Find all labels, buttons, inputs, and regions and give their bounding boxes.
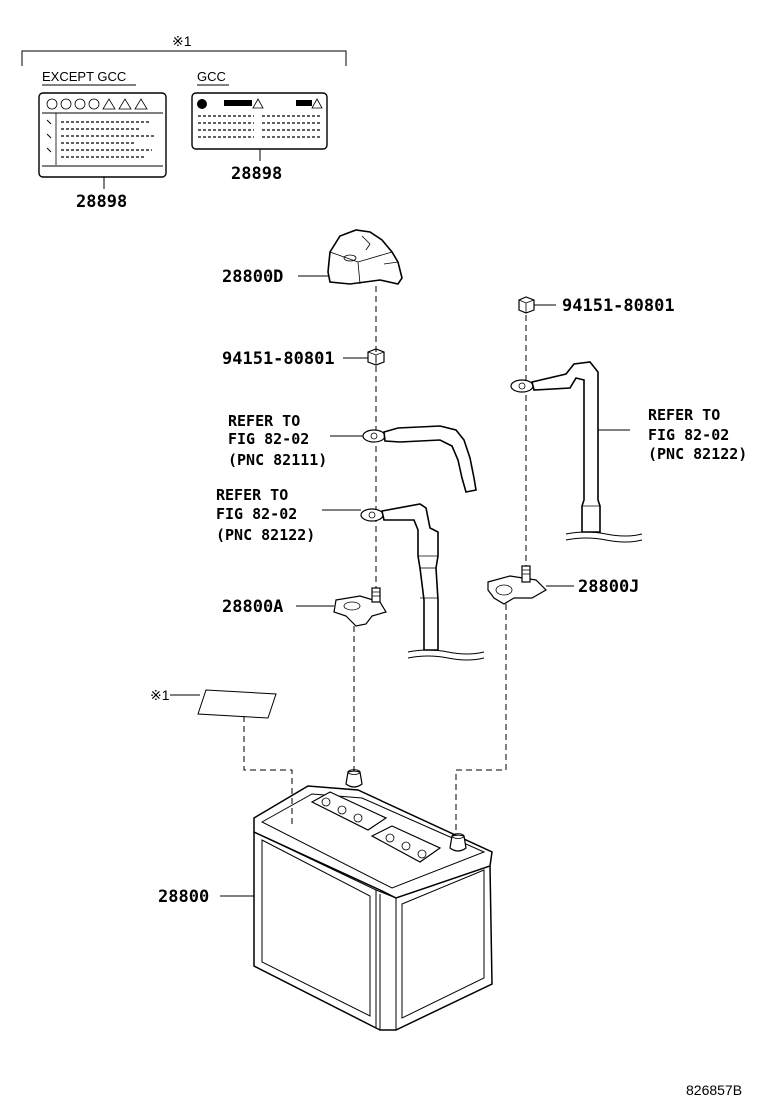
caution-label-except-gcc	[38, 92, 167, 178]
part-number-battery: 28800	[158, 887, 209, 907]
ref-upper-line-2: FIG 82-02	[228, 430, 309, 448]
clamp-positive-drawing	[487, 565, 547, 605]
ref-lower-line-3: (PNC 82122)	[216, 526, 315, 544]
note-mark-top: ※1	[172, 33, 192, 49]
ref-right-line-2: FIG 82-02	[648, 426, 729, 444]
sticker-drawing	[197, 689, 277, 719]
ref-right-line-1: REFER TO	[648, 406, 720, 424]
terminal-cover-drawing	[327, 229, 403, 285]
ref-lower-line-2: FIG 82-02	[216, 505, 297, 523]
except-gcc-label: EXCEPT GCC	[42, 69, 126, 84]
battery-drawing	[253, 769, 493, 1031]
part-number-28898-right: 28898	[231, 164, 282, 184]
ref-lower-line-1: REFER TO	[216, 486, 288, 504]
part-number-nut-right: 94151-80801	[562, 296, 675, 316]
note-mark-sticker: ※1	[150, 687, 170, 703]
label-group: ※1 EXCEPT GCC GCC	[21, 33, 347, 212]
assembly-line-right-lower	[455, 604, 507, 840]
clamp-negative-drawing	[333, 587, 387, 627]
nut-right-drawing	[518, 296, 535, 314]
cable-upper-drawing	[362, 425, 477, 493]
cable-lower-drawing	[360, 503, 485, 661]
illustration-code: 826857B	[686, 1082, 742, 1098]
assembly-line-sticker	[243, 716, 293, 828]
label-group-bracket	[21, 50, 347, 66]
part-number-clamp-negative: 28800A	[222, 597, 283, 617]
cable-right-drawing	[510, 361, 643, 543]
caution-label-gcc	[191, 92, 328, 150]
ref-upper-line-1: REFER TO	[228, 412, 300, 430]
ref-right-line-3: (PNC 82122)	[648, 445, 747, 463]
part-number-terminal-cover: 28800D	[222, 267, 283, 287]
part-number-nut-left: 94151-80801	[222, 349, 335, 369]
gcc-label: GCC	[197, 69, 226, 84]
part-number-clamp-positive: 28800J	[578, 577, 639, 597]
ref-upper-line-3: (PNC 82111)	[228, 451, 327, 469]
part-number-28898-left: 28898	[76, 192, 127, 212]
